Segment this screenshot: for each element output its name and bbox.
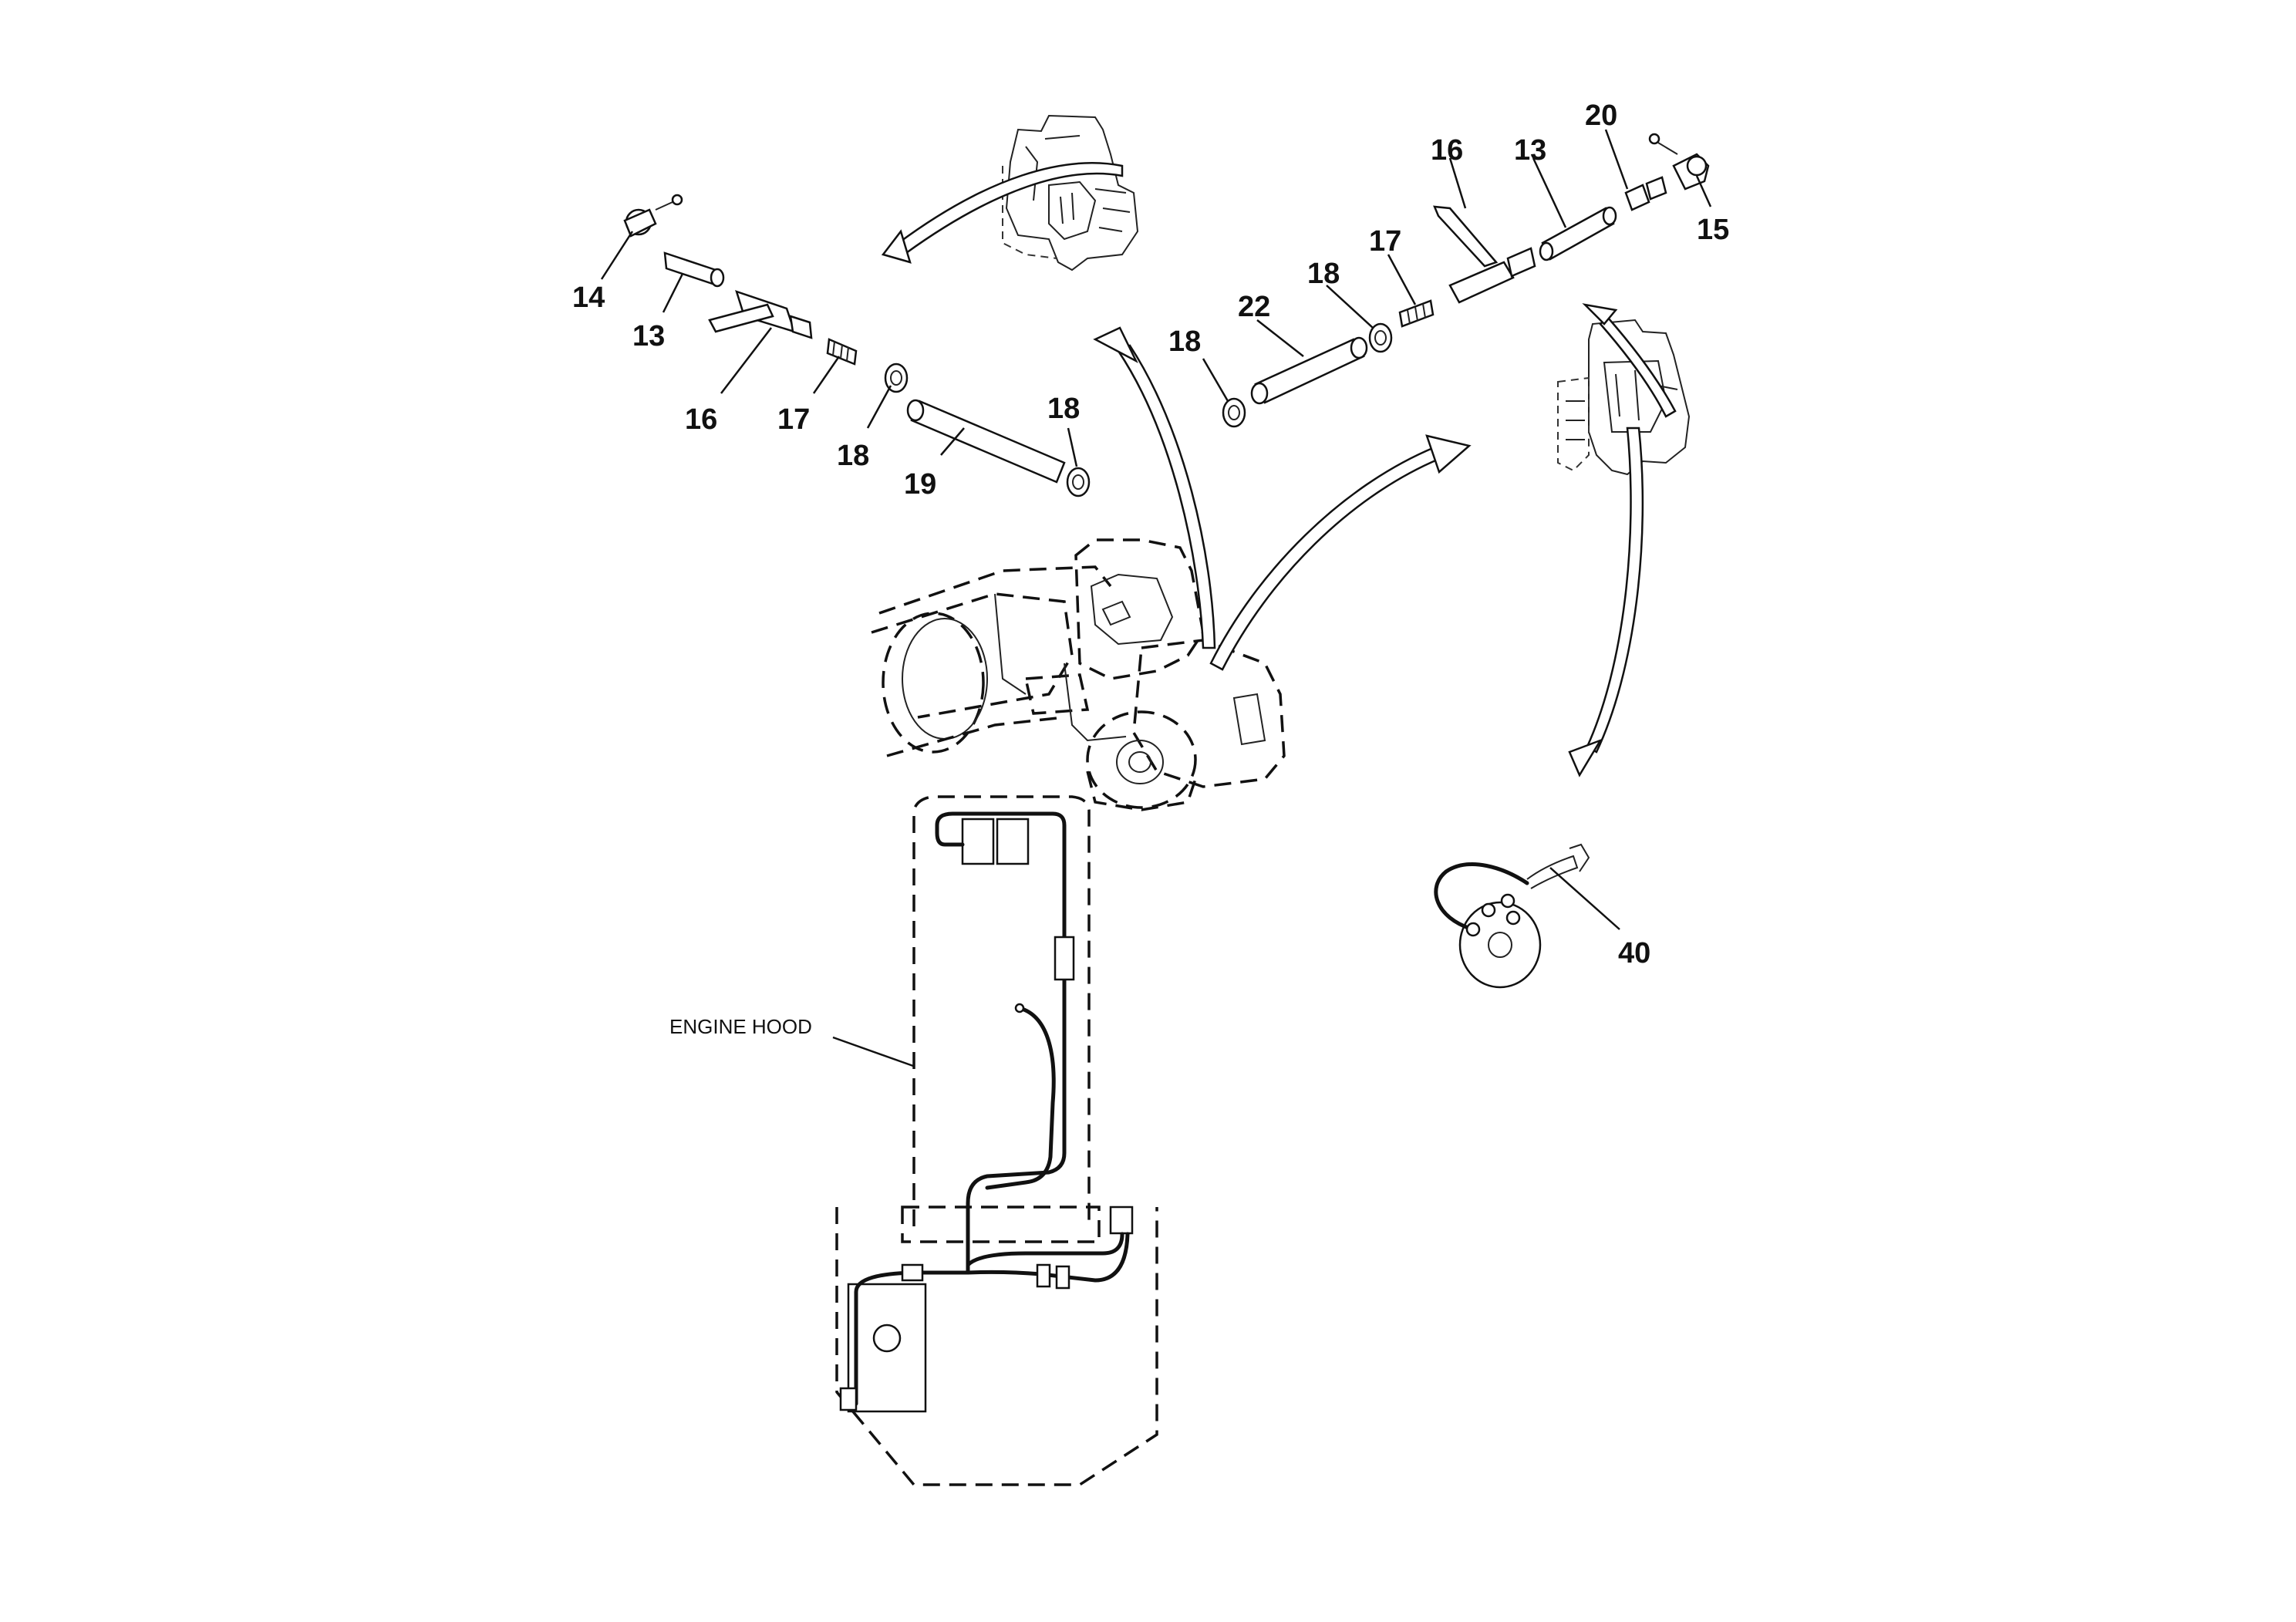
view-arrows [881, 162, 1677, 777]
callout-20-right: 20 [1585, 99, 1617, 132]
right-hose-assembly [1222, 133, 1710, 428]
engine-hood-outline [912, 795, 1091, 1226]
engine-view-right [1557, 319, 1691, 476]
callout-17-left: 17 [777, 403, 810, 436]
callout-13-right: 13 [1514, 134, 1546, 167]
clamp-18b-right [1222, 397, 1246, 428]
callout-14-left: 14 [572, 282, 605, 314]
callout-18b-right: 18 [1168, 325, 1201, 358]
fuse-2 [1055, 1265, 1070, 1290]
heater-element-40: 40 [1434, 843, 1650, 989]
callout-16-left: 16 [685, 403, 717, 436]
relay-box [1109, 1206, 1134, 1235]
heater-disc [1458, 901, 1542, 989]
control-box-1 [961, 818, 995, 865]
connector-right [1054, 936, 1075, 981]
engine-hood-leader [832, 1036, 914, 1067]
left-hose-assembly [623, 194, 1091, 497]
arrow-top-left [897, 162, 1124, 255]
right-callouts: 16 13 20 15 17 18 22 18 [1168, 99, 1729, 402]
clamp-18b [1066, 467, 1091, 497]
engine-hood-label: ENGINE HOOD [669, 1015, 812, 1038]
arrow-machine-up [1117, 344, 1216, 649]
callout-15-right: 15 [1697, 214, 1729, 246]
left-callouts: 14 13 16 17 18 19 18 [572, 231, 1080, 501]
valve-16-right [1448, 261, 1515, 304]
callout-13-left: 13 [632, 320, 665, 352]
engine-hood-layout: ENGINE HOOD [669, 795, 1158, 1486]
engine-view-top [1002, 114, 1139, 271]
clamp-18a [884, 363, 909, 393]
callout-18a-right: 18 [1307, 258, 1340, 290]
callout-40: 40 [1618, 937, 1650, 969]
callout-18b-left: 18 [1047, 393, 1080, 425]
heater-cable [1434, 862, 1529, 932]
hose-22 [1254, 338, 1365, 404]
callout-17-right: 17 [1369, 225, 1401, 258]
arrow-machine-right [1209, 446, 1441, 671]
control-box-2 [996, 818, 1030, 865]
clamp-18a-right [1368, 322, 1393, 353]
hose-13 [663, 251, 719, 287]
callout-18a-left: 18 [837, 440, 869, 472]
callout-16-right: 16 [1431, 134, 1463, 167]
fuse-1 [1036, 1263, 1051, 1288]
callout-22-right: 22 [1238, 291, 1270, 323]
fitting-20 [1624, 184, 1650, 211]
compactor-machine [871, 538, 1286, 811]
callout-19-left: 19 [904, 468, 936, 501]
arrow-engine-down [1586, 427, 1644, 754]
